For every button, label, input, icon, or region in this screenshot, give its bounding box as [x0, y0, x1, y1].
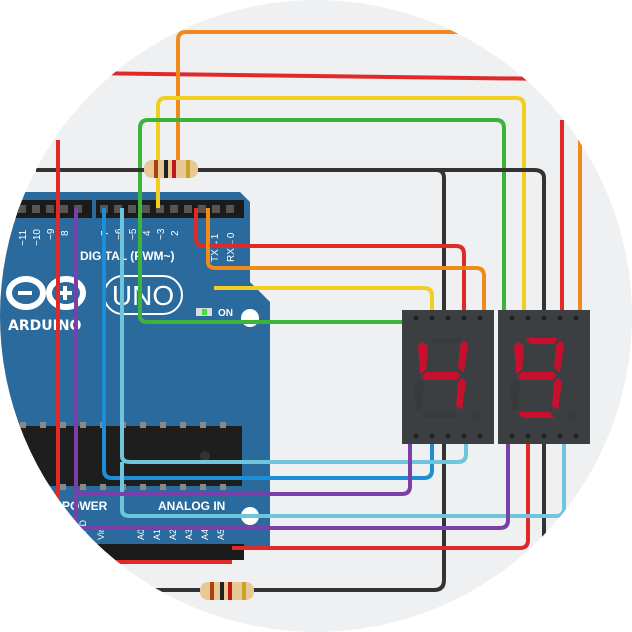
- display-pin: [413, 433, 419, 439]
- pin-label-a0: A0: [136, 529, 146, 540]
- analog-header-label: ANALOG IN: [158, 499, 225, 513]
- display-pin: [445, 315, 451, 321]
- display-pin: [461, 433, 467, 439]
- decimal-point: [568, 412, 576, 420]
- display-pin: [477, 315, 483, 321]
- wire-black-2[interactable]: [210, 168, 546, 420]
- pin-label-a5: A5: [216, 529, 226, 540]
- header-analog: [136, 544, 244, 560]
- wire-lightblue-1[interactable]: [120, 208, 468, 464]
- display-pin: [509, 433, 515, 439]
- segment-f: [514, 342, 524, 374]
- wire-purple-1[interactable]: [74, 208, 412, 496]
- pin-label-6: ~6: [114, 228, 125, 240]
- digital-header-label: DIGITAL (PWM~): [80, 249, 175, 263]
- pin-label-11: ~11: [18, 229, 29, 246]
- mounting-hole: [241, 309, 259, 327]
- wire-orange-top[interactable]: [176, 30, 632, 160]
- power-header-label: POWER: [62, 499, 108, 513]
- pin-label-8: 8: [60, 230, 71, 236]
- segment-g: [518, 372, 556, 380]
- on-label: ON: [218, 308, 233, 319]
- display-pin: [541, 315, 547, 321]
- wire-red-bottom[interactable]: [232, 440, 530, 550]
- pin-label-2: 2: [170, 230, 181, 236]
- arduino-board[interactable]: ~11 ~10 ~9 8 7 ~6 ~5 4 ~3 2 TX→1 RX←0 DI…: [0, 192, 270, 560]
- display-pin: [461, 315, 467, 321]
- segment-b: [554, 340, 564, 372]
- display-pin: [477, 433, 483, 439]
- decimal-point: [472, 412, 480, 420]
- wire-green-bottom[interactable]: [138, 160, 412, 324]
- segment-g: [422, 372, 460, 380]
- seven-segment-displays: [402, 310, 590, 444]
- display-pin: [525, 433, 531, 439]
- display-pin: [413, 315, 419, 321]
- display-pin: [573, 433, 579, 439]
- display-pin: [541, 433, 547, 439]
- header-power: [30, 544, 138, 560]
- wire-orange-2[interactable]: [206, 208, 486, 310]
- brand-label: ARDUINO: [8, 318, 82, 334]
- segment-c: [552, 378, 562, 410]
- wire-blue[interactable]: [102, 208, 434, 480]
- segment-a: [526, 338, 558, 344]
- segment-f: [418, 342, 428, 374]
- pin-label-4: 4: [142, 230, 153, 236]
- pin-label-5: ~5: [128, 228, 139, 240]
- display-pin: [557, 433, 563, 439]
- display-pin: [573, 315, 579, 321]
- pin-label-a4: A4: [200, 529, 210, 540]
- pin-label-3: ~3: [156, 228, 167, 240]
- pin-label-a1: A1: [152, 529, 162, 540]
- display-pin: [557, 315, 563, 321]
- resistor-top[interactable]: [144, 160, 198, 178]
- uno-badge: UNO: [103, 275, 183, 315]
- wire-yellow-2[interactable]: [214, 286, 434, 310]
- segment-e: [510, 380, 520, 412]
- pin-label-9: ~9: [46, 228, 57, 240]
- pin-label-a3: A3: [184, 529, 194, 540]
- segment-a: [430, 338, 462, 344]
- arduino-logo: [6, 276, 86, 310]
- segment-d: [518, 412, 554, 418]
- display-pin: [445, 433, 451, 439]
- segment-e: [414, 380, 424, 412]
- wire-lightblue-2[interactable]: [120, 440, 566, 518]
- wire-yellow[interactable]: [156, 96, 526, 310]
- resistor-bottom[interactable]: [200, 582, 254, 600]
- seven-segment-display-2[interactable]: [498, 310, 590, 444]
- pin-label-a2: A2: [168, 529, 178, 540]
- wire-green-top[interactable]: [138, 118, 506, 310]
- segment-b: [458, 340, 468, 372]
- display-pin: [509, 315, 515, 321]
- segment-c: [456, 378, 466, 410]
- display-pin: [525, 315, 531, 321]
- display-pin: [429, 315, 435, 321]
- seven-segment-display-1[interactable]: [402, 310, 494, 444]
- pin-label-vin: Vin: [96, 527, 106, 540]
- wire-red-1[interactable]: [194, 208, 466, 310]
- pin-label-10: ~10: [32, 229, 43, 246]
- segment-d: [422, 412, 458, 418]
- display-pin: [429, 433, 435, 439]
